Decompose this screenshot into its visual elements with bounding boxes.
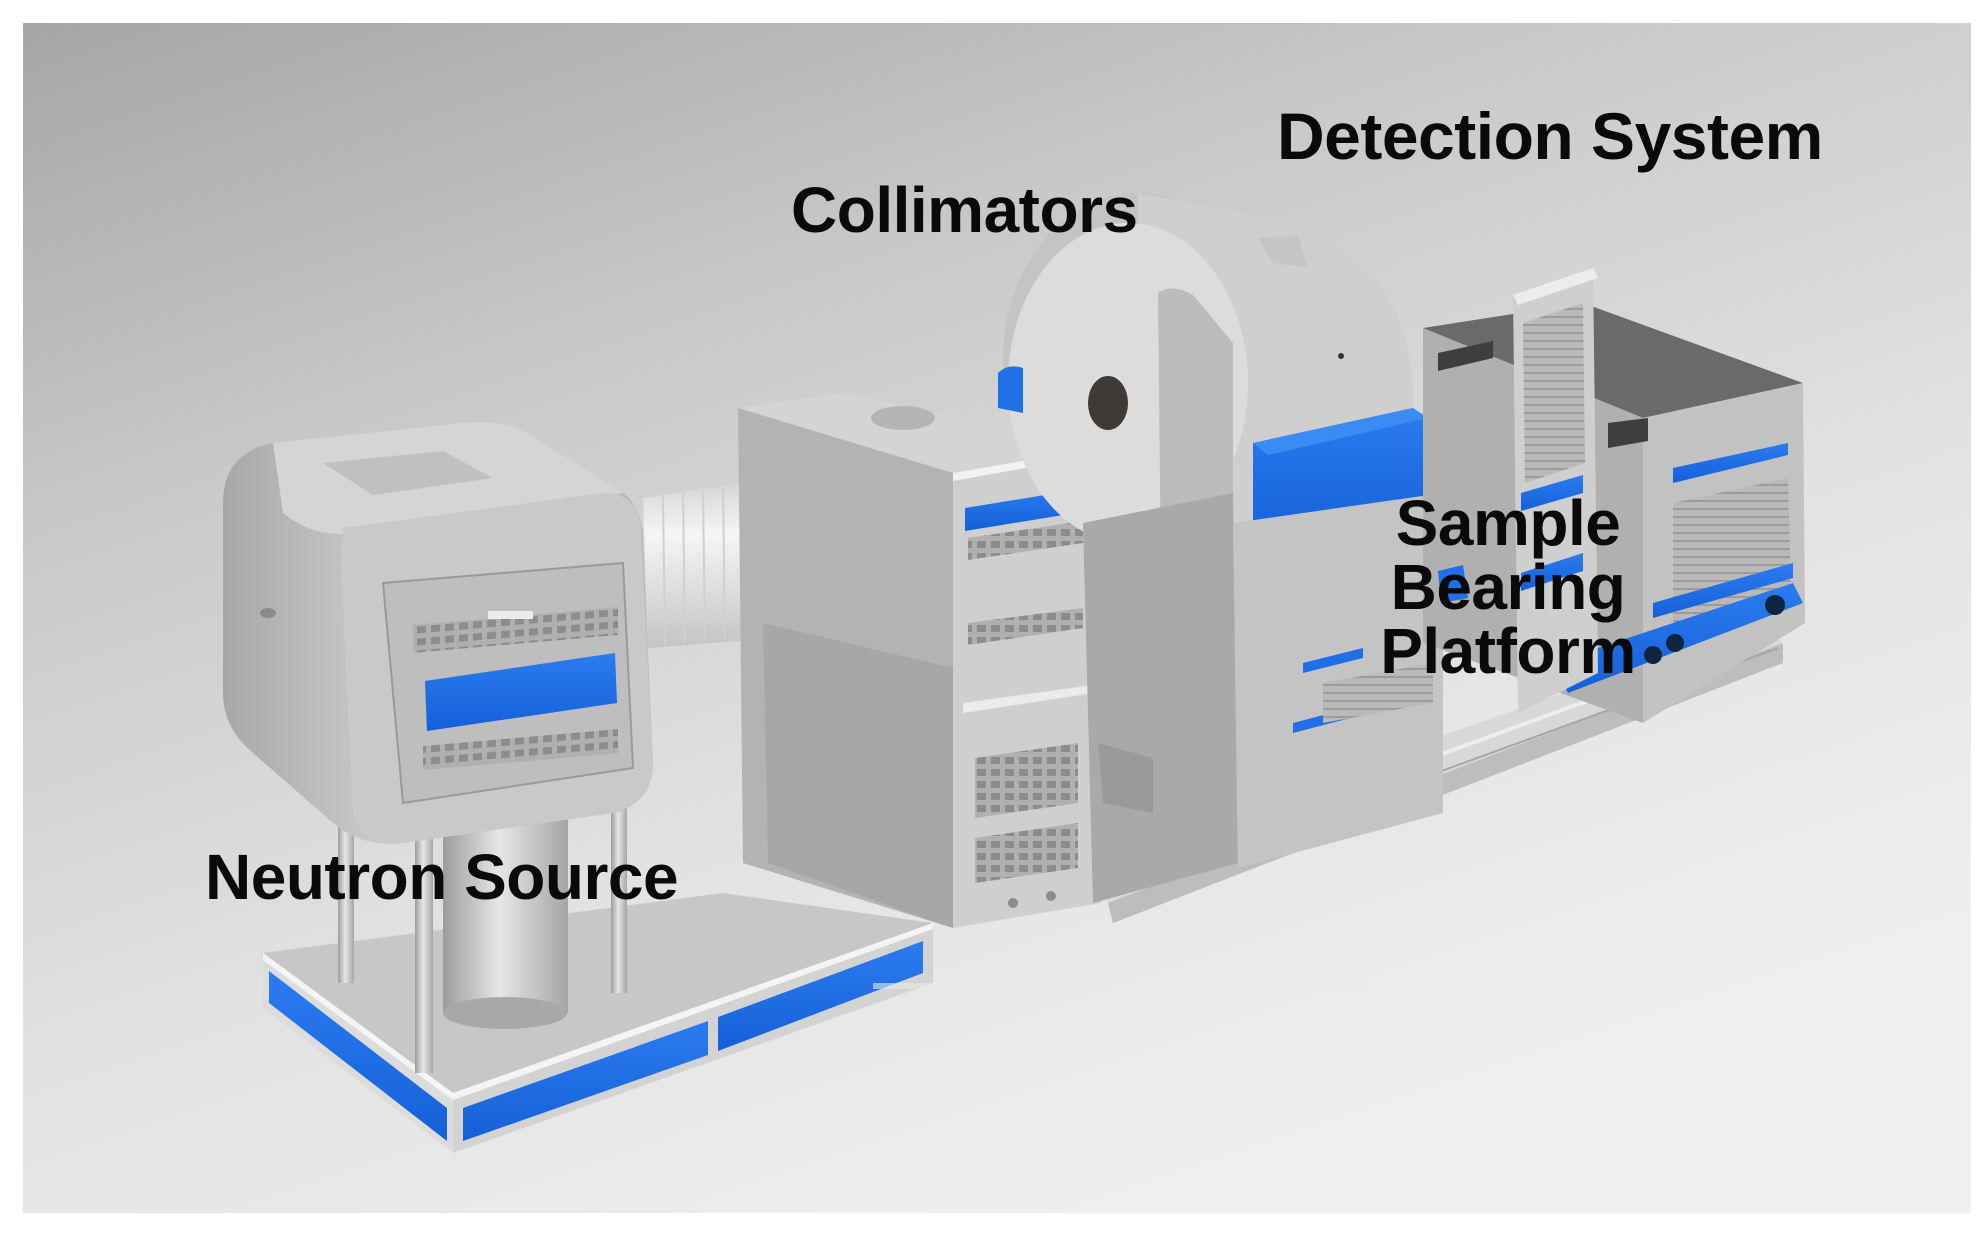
label-sample-line3: Platform	[1380, 615, 1636, 687]
detection-system	[1423, 268, 1805, 723]
label-collimators: Collimators	[791, 174, 1138, 246]
label-detection-system: Detection System	[1277, 99, 1823, 173]
label-sample-line2: Bearing	[1390, 551, 1626, 623]
floor-shadow	[873, 983, 1373, 989]
label-neutron-source: Neutron Source	[205, 841, 679, 913]
figure-frame: Detection System Collimators Sample Bear…	[23, 23, 1971, 1213]
instrument-render	[23, 23, 1971, 1213]
label-sample-bearing-platform: Sample Bearing Platform	[1343, 491, 1673, 683]
label-sample-line1: Sample	[1395, 487, 1621, 559]
neutron-source-housing	[223, 422, 653, 844]
collimator-cabinet	[738, 393, 1101, 928]
sample-stage	[1083, 493, 1443, 903]
